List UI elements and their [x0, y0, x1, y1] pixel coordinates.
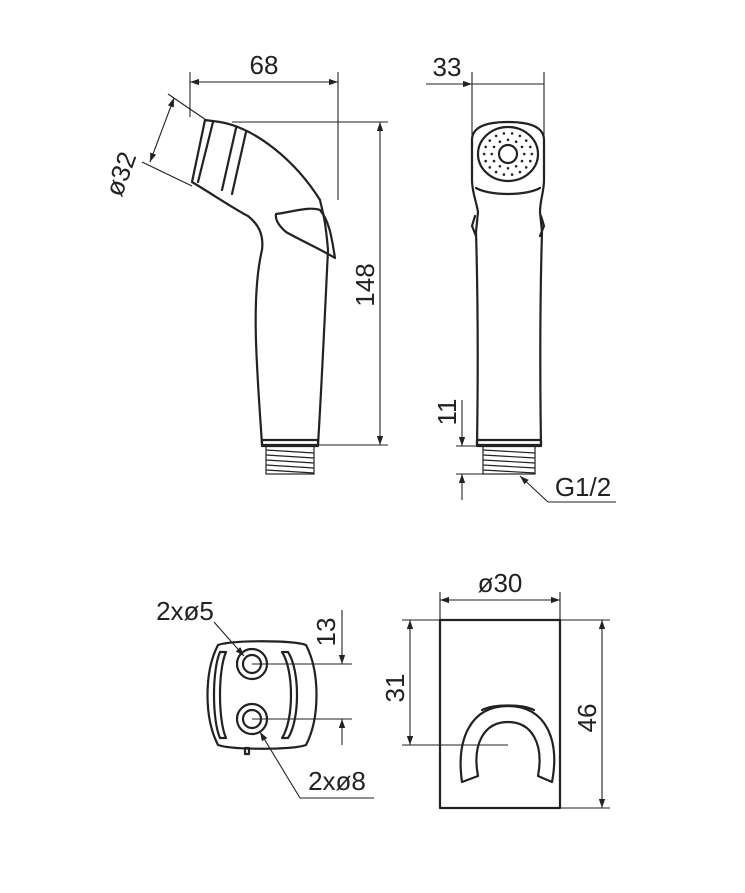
spray-hole	[482, 152, 486, 156]
front-view-base-ring	[475, 438, 543, 448]
spray-hole	[492, 145, 496, 149]
large-holes-label: 2xø8	[308, 766, 366, 796]
spray-hole	[530, 152, 534, 156]
holder-cradle	[459, 704, 556, 784]
spray-hole	[498, 165, 502, 168]
front-view-side-tabs	[470, 214, 546, 238]
spray-hole	[484, 145, 488, 149]
side-view-body-outline	[190, 118, 330, 447]
dim-68-label: 68	[250, 50, 279, 80]
spray-hole	[498, 140, 502, 143]
dim-11-label: 11	[432, 399, 462, 426]
spray-hole	[490, 152, 494, 156]
front-view-thread	[482, 445, 536, 475]
spray-hole	[518, 134, 522, 138]
spray-hole	[520, 159, 524, 163]
spray-holes	[482, 132, 534, 176]
spray-hole	[502, 173, 506, 176]
spray-hole	[518, 170, 522, 174]
spray-hole	[524, 139, 528, 142]
spray-hole	[488, 166, 492, 169]
spray-hole	[529, 145, 532, 149]
spray-hole	[510, 132, 514, 135]
spray-hole	[524, 166, 528, 169]
dim-31-label: 31	[380, 674, 410, 703]
holder-front-outline	[438, 618, 562, 810]
spray-hole	[506, 167, 510, 170]
dim-148-label: 148	[350, 263, 380, 306]
side-view-head-band	[196, 120, 248, 196]
holder-right-slot	[280, 650, 299, 740]
spray-hole	[514, 140, 518, 143]
dim-o30-label: ø30	[478, 568, 523, 598]
holder-bottom-tab	[243, 746, 251, 756]
side-view-base-ring	[260, 438, 320, 448]
side-view-thread	[265, 445, 315, 475]
spray-hole	[514, 165, 518, 168]
spray-face	[476, 125, 540, 183]
dim-33-label: 33	[433, 52, 462, 82]
holder-cradle-lip	[480, 704, 536, 712]
holder-back-outline	[206, 640, 318, 750]
small-holes-label: 2xø5	[156, 596, 214, 626]
spray-hole	[510, 173, 514, 176]
holder-front-view: ø30 46 31	[380, 568, 610, 810]
dim-13-label: 13	[311, 618, 341, 647]
spray-hole	[502, 132, 506, 135]
holder-left-slot	[212, 650, 228, 740]
front-view: 33 11 G1/2	[426, 52, 616, 503]
dim-o32-line	[149, 97, 175, 163]
holder-back-view: 13 2xø5 2xø8	[156, 596, 374, 799]
spray-hole	[484, 159, 488, 163]
spray-center	[497, 143, 519, 165]
dim-o32-label: ø32	[99, 148, 143, 200]
spray-hole	[522, 152, 526, 156]
spray-hole	[520, 145, 524, 149]
front-view-neck-line	[474, 186, 542, 196]
spray-hole	[529, 159, 532, 163]
spray-hole	[494, 134, 498, 138]
side-view-trigger	[274, 207, 337, 260]
spray-hole	[506, 138, 510, 142]
dim-46-label: 46	[572, 704, 602, 733]
thread-spec-label: G1/2	[555, 472, 611, 502]
spray-hole	[488, 139, 492, 142]
spray-hole	[492, 159, 496, 163]
side-view: 68 148 ø32	[99, 50, 388, 475]
spray-hole	[494, 170, 498, 174]
